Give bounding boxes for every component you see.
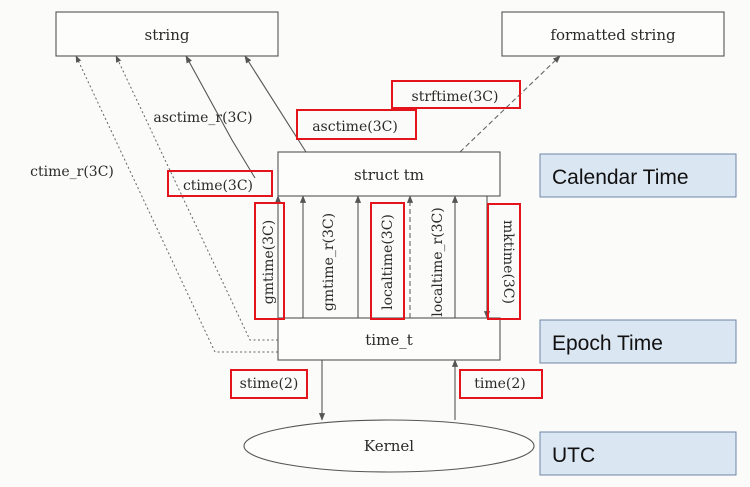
string-box-label: string [145, 26, 190, 44]
layer-utc-label: UTC [552, 444, 595, 467]
ctime-highlight [167, 170, 273, 197]
ctime-r-label: ctime_r(3C) [30, 164, 114, 180]
layer-epoch-time: Epoch Time [539, 319, 737, 364]
arrow-ctime [115, 55, 278, 341]
kernel-ellipse: Kernel [243, 419, 535, 473]
asctime-label: asctime(3C) [312, 119, 398, 135]
arrow-strftime [459, 55, 561, 153]
kernel-label: Kernel [364, 437, 414, 455]
struct-tm-box-label: struct tm [354, 166, 424, 184]
formatted-string-box: formatted string [501, 11, 725, 57]
time-t-box: time_t [277, 317, 501, 361]
highlight-boxes [167, 80, 543, 399]
strftime-highlight [391, 80, 521, 109]
asctime-highlight [296, 109, 417, 140]
string-box: string [55, 11, 279, 57]
layer-epoch-label: Epoch Time [552, 332, 663, 355]
layer-calendar-label: Calendar Time [552, 166, 689, 189]
mktime-label: mktime(3C) [500, 220, 516, 304]
connectors [75, 55, 561, 421]
localtime-r-label: localtime_r(3C) [430, 207, 446, 316]
gmtime-r-label: gmtime_r(3C) [321, 213, 337, 311]
ctime-label: ctime(3C) [183, 178, 253, 194]
arrow-asctime-r [185, 55, 256, 179]
time-label: time(2) [474, 376, 526, 392]
struct-tm-box: struct tm [277, 151, 501, 197]
arrow-ctime-r [75, 55, 278, 353]
strftime-label: strftime(3C) [412, 89, 499, 105]
layer-calendar-time: Calendar Time [539, 153, 737, 198]
stime-label: stime(2) [240, 376, 299, 392]
mktime-highlight [487, 203, 521, 320]
localtime-highlight [370, 202, 405, 320]
layer-utc: UTC [539, 431, 737, 476]
time-highlight [459, 369, 543, 399]
arrow-asctime [244, 55, 307, 153]
localtime-label: localtime(3C) [380, 214, 396, 310]
time-t-box-label: time_t [365, 331, 412, 349]
gmtime-label: gmtime(3C) [261, 220, 277, 304]
stime-highlight [230, 369, 308, 399]
asctime-r-label: asctime_r(3C) [153, 110, 252, 126]
formatted-string-box-label: formatted string [550, 26, 676, 44]
gmtime-highlight [254, 202, 285, 320]
